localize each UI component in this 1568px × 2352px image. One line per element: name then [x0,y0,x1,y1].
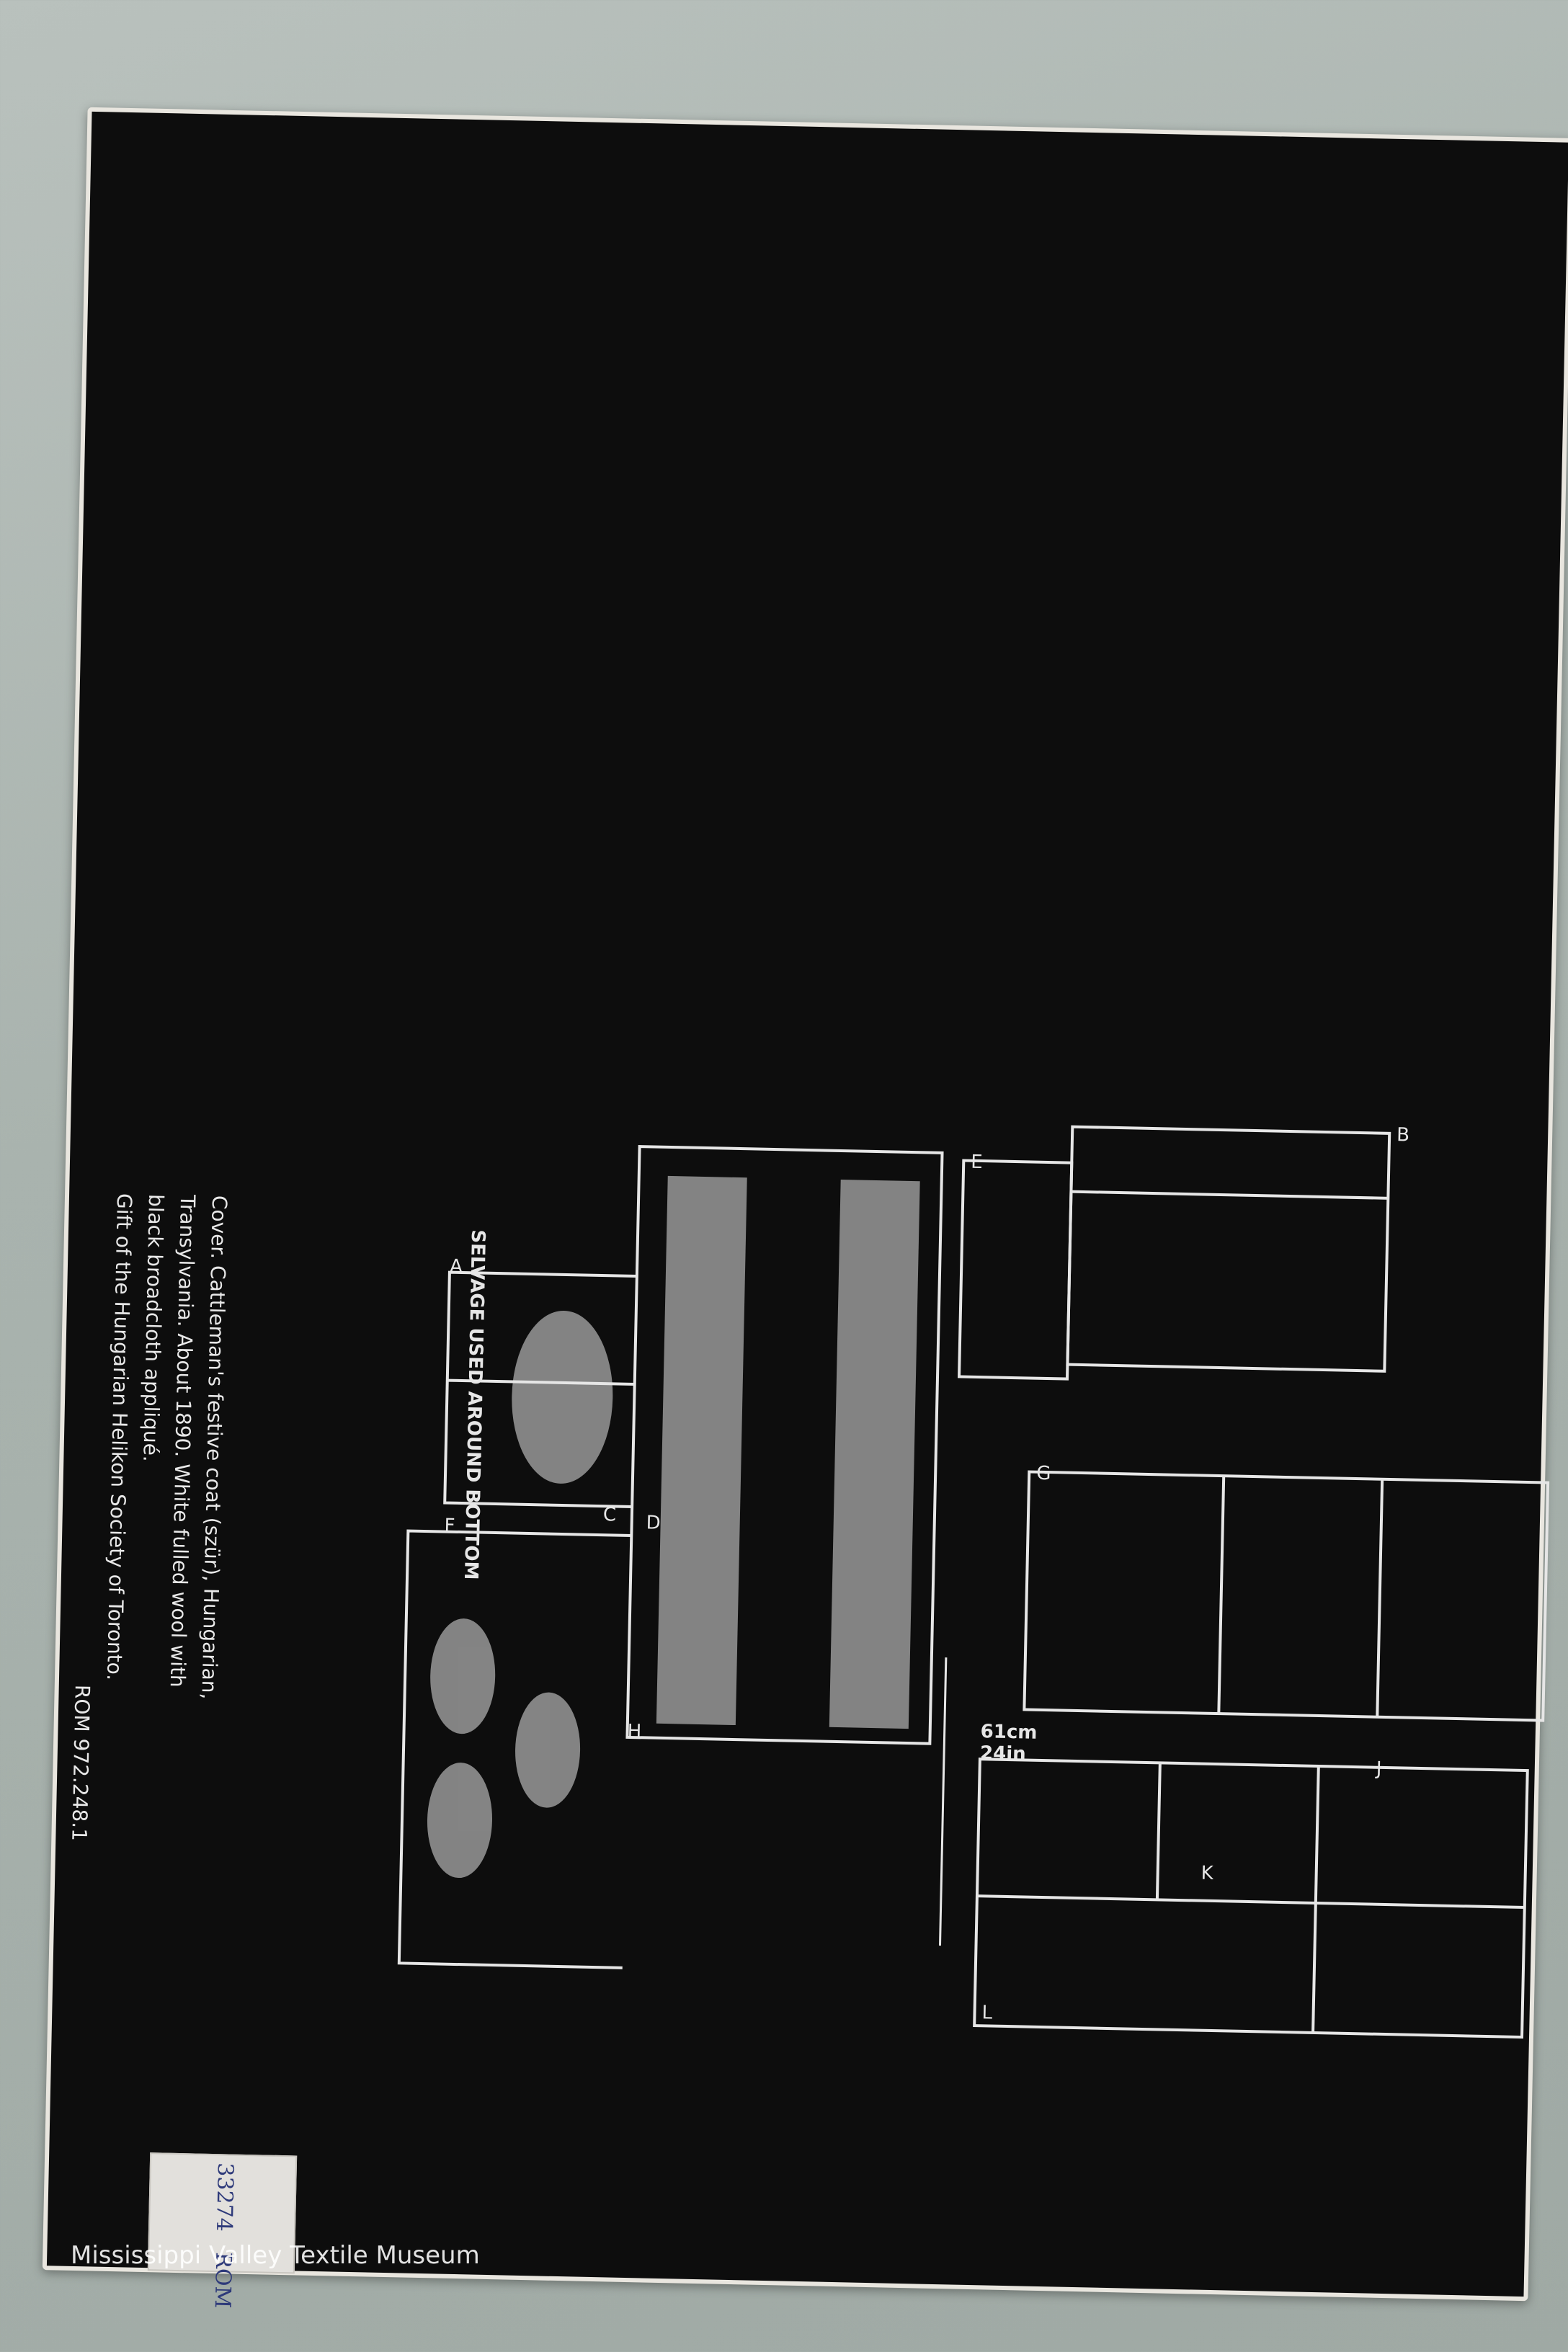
embroidered-panel-left [656,1175,747,1726]
pattern-letter-d: D [646,1512,661,1533]
selvage-note: SELVAGE USED AROUND BOTTOM [460,1229,489,1580]
book-back-cover: Cover. Cattleman's festive coat (szür), … [42,107,1568,2309]
pattern-letter-a: A [450,1256,463,1278]
pattern-letter-g: G [1036,1463,1051,1484]
coat-body-outline [625,1145,944,1745]
pattern-letter-l: L [981,2002,993,2023]
watermark: Mississippi Valley Textile Museum [71,2241,480,2270]
pattern-letter-e: E [971,1152,983,1173]
cover-caption: Cover. Cattleman's festive coat (szür), … [63,1193,235,1844]
layout-rect-bottom [973,1758,1529,2039]
measure-arrow [938,1657,948,1946]
embroidered-collar [512,1310,613,1484]
layout-rect-middle [1023,1470,1550,1722]
pattern-letter-c: C [603,1504,617,1525]
pattern-letter-j: J [1374,1758,1381,1780]
pattern-letter-h: H [627,1721,641,1742]
pattern-letter-b: B [1396,1124,1409,1146]
measure-in: 24in [980,1742,1026,1765]
layout-rect-top [1066,1125,1391,1373]
measure-cm: 61cm [980,1721,1037,1744]
coat-pattern-diagram: SELVAGE USED AROUND BOTTOM 61cm 24in A B C… [397,1124,1550,2039]
pattern-letter-k: K [1200,1863,1214,1884]
embroidered-panel-right [829,1179,920,1729]
accession-number: 33274 [210,2162,238,2232]
pattern-letter-f: F [444,1515,455,1537]
